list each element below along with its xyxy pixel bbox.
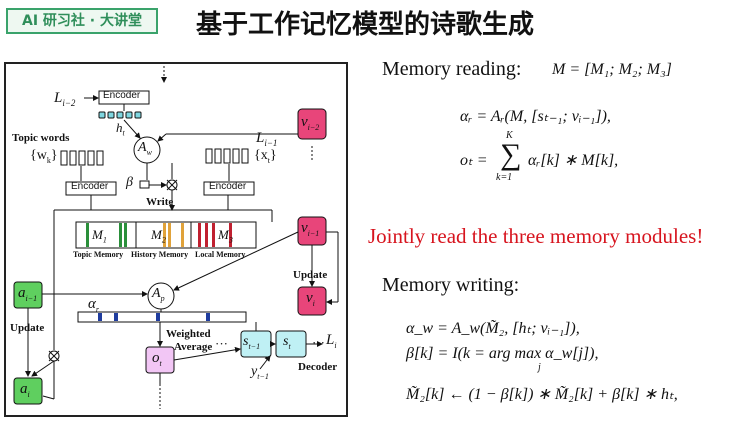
label-s-t: st [283,334,291,351]
label-l-i: Li [326,332,337,350]
eq-m-definition: M = [M₁; M₂; M₃] [552,61,672,78]
eq-o-t-lhs: oₜ = [460,152,488,169]
average-label: Average [174,341,213,353]
decoder-dots-right: ··· [312,335,325,350]
label-y-t-1: yt−1 [251,364,269,381]
label-a-i-1: ai−1 [18,285,38,303]
diagram-canvas [13,66,339,409]
label-w-k: {wk} [30,148,58,165]
model-diagram: Li−2 Encoder ht Topic words {wk} Encoder… [4,62,348,417]
update-left-label: Update [10,322,45,334]
vector-v-i-2 [297,108,327,140]
label-m2: M2 [151,227,166,245]
update-right-label: Update [293,269,328,281]
alpha-r-bar [77,311,247,323]
label-l-i-2: Li−2 [54,90,76,108]
history-memory-label: History Memory [131,250,189,259]
write-label: Write [146,196,174,208]
label-a-i: ai [20,381,30,399]
a-i-cell [13,377,43,405]
label-m3: M3 [218,227,233,245]
eq-alpha-w: α_w = A_w(M̃₂, [hₜ; vᵢ₋₁]), [406,320,580,337]
decoder-label: Decoder [298,361,338,373]
lecture-badge: AI 研习社 · 大讲堂 [6,8,158,34]
eq-argmax-index: j [538,362,541,373]
label-x-t: {xt} [254,148,277,165]
encoder-top-label: Encoder [103,90,141,101]
label-m1: M1 [92,227,107,245]
label-v-i: vi [306,290,315,308]
label-s-t-1: st−1 [243,334,261,351]
eq-beta: β[k] = I(k = arg max α_w[j]), [406,345,599,362]
decoder-dots: ··· [215,336,228,351]
encoder-right-box [203,181,255,196]
label-v-i-1: vi−1 [301,220,320,238]
eq-sum-top: K [506,130,513,141]
beta-gate [139,180,150,189]
eq-sum-bottom: k=1 [496,172,513,183]
label-o-t: ot [152,350,162,368]
label-beta: β [126,175,133,190]
eq-m2-update: M̃₂[k] ← (1 − β[k]) ∗ M̃₂[k] + β[k] ∗ hₜ… [406,386,678,403]
encoder-right-label: Encoder [209,181,247,192]
hidden-state-cells [98,111,142,119]
label-a-w: Aw [138,140,152,157]
label-h-t: ht [116,120,125,138]
weighted-label: Weighted [166,328,211,340]
line-word-cells [205,148,249,164]
jointly-read-note: Jointly read the three memory modules! [368,224,704,248]
memory-writing-heading: Memory writing: [382,274,520,296]
label-l-i-1: Li−1 [256,130,278,148]
slide-title: 基于工作记忆模型的诗歌生成 [196,10,535,40]
eq-o-t-rhs: αᵣ[k] ∗ M[k], [528,152,619,169]
memory-reading-heading: Memory reading: [382,58,522,80]
eq-sum-sign: ∑ [500,138,522,171]
label-alpha-r: αr [88,296,99,314]
topic-memory-label: Topic Memory [73,250,124,259]
topic-words-label: Topic words [12,132,70,144]
local-memory-label: Local Memory [195,250,246,259]
topic-word-cells [60,150,104,166]
label-a-p: Ap [152,286,165,303]
s-t-cell [275,330,307,358]
label-v-i-2: vi−2 [301,114,320,132]
encoder-left-label: Encoder [71,181,109,192]
eq-alpha-r: αᵣ = Aᵣ(M, [sₜ₋₁; vᵢ₋₁]), [460,108,611,125]
